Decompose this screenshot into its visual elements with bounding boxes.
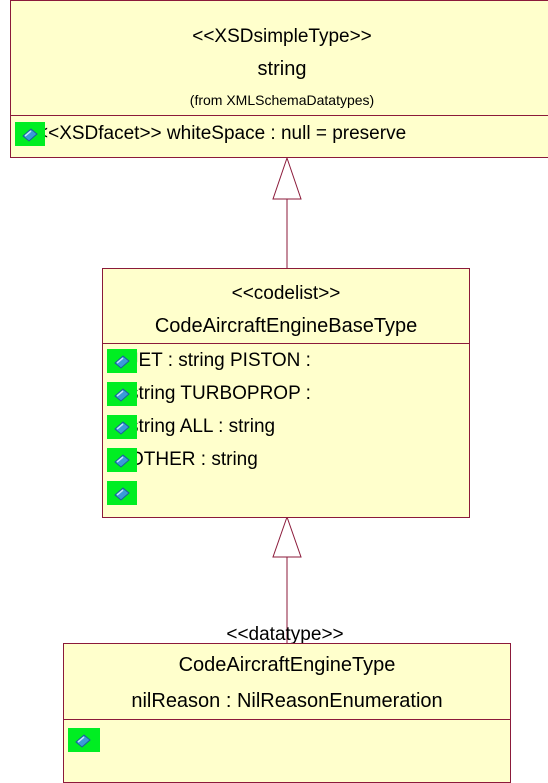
attribute-icon — [107, 415, 137, 439]
attribute-row[interactable]: string TURBOPROP : — [107, 382, 311, 406]
class-stereotype: <<XSDsimpleType>> — [192, 26, 372, 47]
attribute-row[interactable] — [107, 481, 137, 505]
attribute-icon — [15, 122, 45, 146]
class-attribute-header: nilReason : NilReasonEnumeration — [131, 690, 443, 712]
attribute-row[interactable]: string ALL : string — [107, 415, 275, 439]
attribute-label: string TURBOPROP : — [129, 383, 311, 404]
attribute-icon — [68, 728, 100, 752]
connectors — [272, 156, 302, 643]
attribute-label: OTHER : string — [129, 449, 258, 470]
attribute-icon — [107, 448, 137, 472]
attribute-row[interactable]: OTHER : string — [107, 448, 258, 472]
attribute-label: JET : string PISTON : — [129, 350, 311, 371]
class-stereotype: <<datatype>> — [226, 624, 344, 645]
attribute-row[interactable]: JET : string PISTON : — [107, 349, 311, 373]
class-name: CodeAircraftEngineType — [178, 654, 396, 676]
attribute-label: <<XSDfacet>> whiteSpace : null = preserv… — [37, 123, 407, 144]
divider — [11, 115, 548, 116]
class-string[interactable]: <<XSDsimpleType>> string (from XMLSchema… — [10, 0, 548, 158]
attribute-row[interactable] — [68, 728, 100, 752]
class-code-aircraft-engine-type[interactable]: CodeAircraftEngineType nilReason : NilRe… — [63, 643, 511, 783]
divider — [103, 343, 469, 344]
class-code-aircraft-engine-base-type[interactable]: <<codelist>> CodeAircraftEngineBaseType … — [102, 268, 470, 518]
attribute-icon — [107, 382, 137, 406]
generalization-datatype-to-codelist — [272, 515, 302, 643]
attribute-label: string ALL : string — [129, 416, 276, 437]
class-stereotype: <<codelist>> — [231, 283, 341, 304]
divider — [64, 719, 510, 720]
attribute-row[interactable]: <<XSDfacet>> whiteSpace : null = preserv… — [15, 122, 406, 146]
class-package: (from XMLSchemaDatatypes) — [189, 92, 375, 108]
attribute-icon — [107, 349, 137, 373]
class-name: string — [257, 58, 307, 80]
class-name: CodeAircraftEngineBaseType — [154, 315, 418, 337]
attribute-icon — [107, 481, 137, 505]
generalization-codelist-to-string — [272, 156, 302, 268]
